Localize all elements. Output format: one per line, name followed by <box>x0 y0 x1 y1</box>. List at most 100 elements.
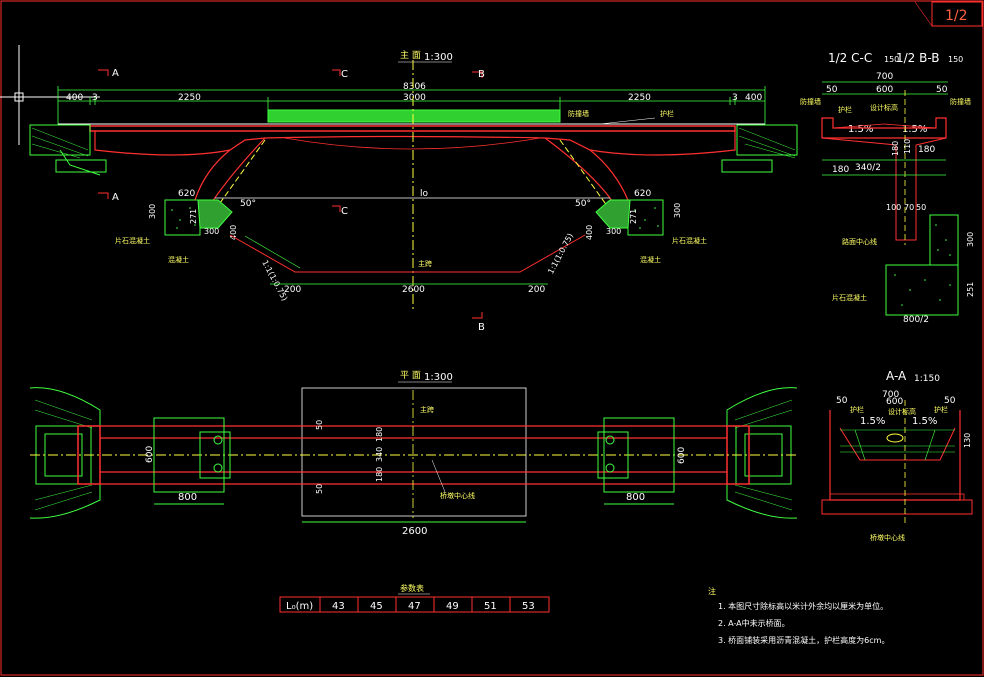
plan-dim-600-left: 600 <box>145 446 155 463</box>
bottom-dim-right: 200 <box>528 285 545 295</box>
aa-scale: 1:150 <box>914 374 940 384</box>
aa-title: A-A <box>886 369 907 383</box>
label-pavement: 防撞墙 <box>568 109 589 118</box>
plan-view: 平 面 1:300 主跨 600 600 800 800 <box>29 370 798 537</box>
aa-dim-50b: 50 <box>944 396 956 406</box>
dim-2250-right: 2250 <box>628 93 651 103</box>
bottom-dim-center: 2600 <box>402 285 425 295</box>
aa-label-2: 设计标高 <box>888 407 916 416</box>
right-pier-w1: 300 <box>606 227 621 236</box>
cb-dim-50a: 50 <box>826 85 838 95</box>
cb-label-4: 防撞墙 <box>950 97 971 106</box>
aa-dim-700: 700 <box>882 390 899 400</box>
aa-slope-right: 1.5% <box>912 416 937 427</box>
note-3: 3. 桥面铺装采用沥青混凝土，护栏高度为6cm。 <box>718 635 889 645</box>
cb-dim-800: 800/2 <box>903 315 929 325</box>
right-abutment <box>721 124 798 173</box>
cb-dim-340: 340/2 <box>855 163 881 173</box>
plan-dim-50b: 50 <box>315 484 324 494</box>
sheet-number: 1/2 <box>945 8 968 24</box>
plan-dim-800-right: 800 <box>626 492 645 503</box>
plan-dim-340: 340 <box>375 447 384 462</box>
cb-fill-label-2: 片石混凝土 <box>832 293 867 302</box>
plan-dim-180a: 180 <box>375 427 384 442</box>
plan-title: 平 面 <box>400 370 421 381</box>
label-lo: lo <box>420 189 429 199</box>
cb-dim-100: 100 <box>886 203 901 212</box>
plan-dim-800-left: 800 <box>178 492 197 503</box>
param-value-2: 45 <box>370 601 383 612</box>
aa-label-3: 护栏 <box>934 405 948 414</box>
right-pier: 620 50° 300 271 300 400 1:1(1:0.75) 片石混凝… <box>546 189 707 276</box>
elevation-scale: 1:300 <box>424 52 453 63</box>
section-cb-title: 1/2 C-C <box>828 51 872 65</box>
mark-a-top: A <box>112 68 119 79</box>
right-pier-h3: 400 <box>585 225 594 240</box>
right-pier-h2: 271 <box>629 209 638 224</box>
cb-dim-300: 300 <box>966 232 975 247</box>
cb-label-2: 护栏 <box>838 105 852 114</box>
left-pier-w1: 300 <box>204 227 219 236</box>
param-value-5: 51 <box>484 601 497 612</box>
deck-pavement <box>267 109 561 123</box>
mark-c-top: C <box>341 69 348 80</box>
plan-dim-2600: 2600 <box>402 526 427 537</box>
cb-label-3: 设计标高 <box>870 103 898 112</box>
left-pier-h3: 400 <box>229 225 238 240</box>
label-axis: 主跨 <box>418 259 432 268</box>
cb-dim-50b: 50 <box>936 85 948 95</box>
dim-400-right: 400 <box>745 93 762 103</box>
cb-fill-label-1: 路面中心线 <box>842 237 877 246</box>
cad-cursor[interactable] <box>0 45 100 145</box>
cb-slope-right: 1.5% <box>902 124 927 135</box>
left-slope: 1:1(1:0.75) <box>260 259 289 303</box>
left-pier: 620 50° 300 271 300 400 1:1(1:0.75) 片石混凝… <box>115 189 586 303</box>
param-value-4: 49 <box>446 601 459 612</box>
aa-label-1: 护栏 <box>850 405 864 414</box>
bottom-dim-left: 200 <box>284 285 301 295</box>
mark-b-bottom: B <box>478 322 485 333</box>
right-footing-label-2: 混凝土 <box>640 255 661 264</box>
elevation-title: 主 面 <box>400 49 421 61</box>
cb-dim-70: 70 <box>904 203 914 212</box>
mark-a-bottom: A <box>112 192 119 203</box>
cb-dim-600: 600 <box>876 85 893 95</box>
dim-3-left: 3 <box>92 93 98 103</box>
param-header: L₀(m) <box>286 601 313 612</box>
arch-outline <box>94 131 736 156</box>
cb-dim-180a: 180 <box>891 141 900 156</box>
aa-dim-50a: 50 <box>836 396 848 406</box>
plan-center-label: 桥墩中心线 <box>440 491 475 500</box>
section-cc-bb: 1/2 C-C 150 1/2 B-B 150 700 50 600 50 防撞… <box>800 51 975 325</box>
cb-dim-50: 50 <box>916 203 926 212</box>
right-pier-angle: 50° <box>575 199 591 209</box>
left-pier-angle: 50° <box>240 199 256 209</box>
label-guardrail: 护栏 <box>660 109 674 118</box>
dim-2250-left: 2250 <box>178 93 201 103</box>
cb-dim-180b: 180 <box>918 145 935 155</box>
plan-axis-label: 主跨 <box>420 405 434 414</box>
right-slope: 1:1(1:0.75) <box>546 232 575 276</box>
param-value-6: 53 <box>522 601 535 612</box>
note-2: 2. A-A中未示桥面。 <box>718 618 790 628</box>
section-cb-title2: 1/2 B-B <box>896 51 940 65</box>
param-title: 参数表 <box>400 583 424 593</box>
left-pier-h1: 300 <box>148 204 157 219</box>
notes-block: 注 1. 本图尺寸除标高以米计外余均以厘米为单位。 2. A-A中未示桥面。 3… <box>708 586 889 645</box>
param-value-3: 47 <box>408 601 421 612</box>
elevation-view: 主 面 1:300 A C B A C B 8306 400 3 2250 30… <box>29 49 798 333</box>
section-aa: A-A 1:150 700 50 600 50 护栏 设计标高 护栏 1.5% … <box>821 369 973 542</box>
aa-dim-600: 600 <box>886 397 903 407</box>
cb-dim-180c: 180 <box>832 165 849 175</box>
left-footing-label-2: 混凝土 <box>168 255 189 264</box>
section-cb-scale-b: 150 <box>948 55 963 64</box>
note-1: 1. 本图尺寸除标高以米计外余均以厘米为单位。 <box>718 601 888 611</box>
cb-dim-251: 251 <box>966 282 975 297</box>
notes-head: 注 <box>708 586 716 596</box>
dim-400-left: 400 <box>66 93 83 103</box>
right-footing-label-1: 片石混凝土 <box>672 236 707 245</box>
plan-dim-180b: 180 <box>375 467 384 482</box>
